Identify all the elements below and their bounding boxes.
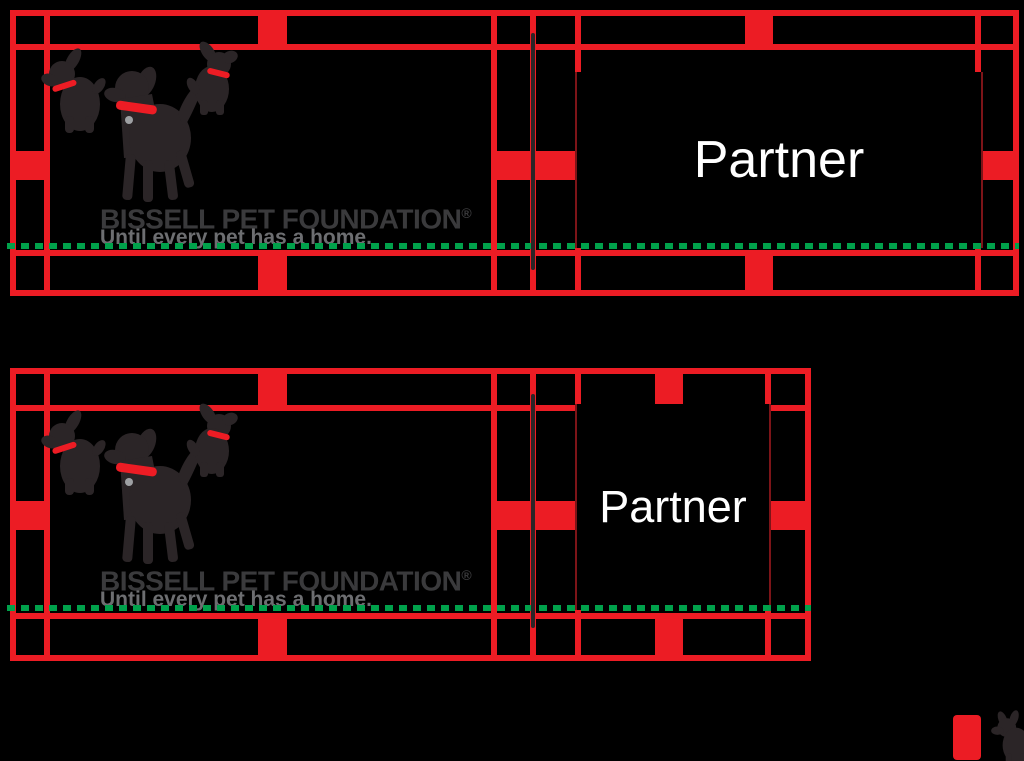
unit-square-icon xyxy=(953,715,981,760)
grid-line-horizontal xyxy=(10,290,1019,296)
partner-logo-placeholder: Partner xyxy=(575,72,983,248)
baseline-dashed-line xyxy=(7,243,1019,249)
grid-line-horizontal xyxy=(10,405,577,411)
bissell-dogs-icon xyxy=(41,403,238,564)
bissell-tagline: Until every pet has a home. xyxy=(100,588,372,611)
puppy-right-icon xyxy=(186,403,238,477)
bissell-dogs-icon xyxy=(41,41,238,202)
clear-space-unit-square xyxy=(258,368,287,411)
clear-space-unit-square xyxy=(10,151,50,180)
clear-space-unit-square xyxy=(745,250,773,296)
clear-space-unit-square xyxy=(258,10,287,50)
grid-line-horizontal xyxy=(765,405,811,411)
bissell-wordmark-text: BISSELL PET FOUNDATION xyxy=(100,565,462,597)
registered-trademark-symbol: ® xyxy=(461,205,472,221)
bissell-wordmark: BISSELL PET FOUNDATION® xyxy=(100,199,472,235)
partner-label: Partner xyxy=(693,131,865,189)
registered-trademark-symbol: ® xyxy=(461,567,472,583)
grid-line-horizontal xyxy=(10,655,811,661)
bissell-wordmark-text: BISSELL PET FOUNDATION xyxy=(100,203,462,235)
grid-line-horizontal xyxy=(10,44,1019,50)
baseline-dashed-line xyxy=(7,605,811,611)
clear-space-unit-square xyxy=(491,501,581,530)
clear-space-unit-square xyxy=(655,368,683,411)
puppy-center-icon xyxy=(104,428,203,564)
clear-space-unit-square xyxy=(258,613,287,661)
clear-space-unit-square xyxy=(745,10,773,50)
bissell-wordmark: BISSELL PET FOUNDATION® xyxy=(100,561,472,597)
grid-line-horizontal xyxy=(10,10,1019,16)
divider-line xyxy=(531,33,535,270)
clear-space-unit-square xyxy=(10,501,50,530)
partner-label: Partner xyxy=(599,481,747,532)
partner-logo-placeholder: Partner xyxy=(575,404,771,610)
puppy-left-icon xyxy=(41,48,106,133)
clear-space-unit-square xyxy=(491,151,581,180)
small-dog-icon xyxy=(991,710,1024,761)
grid-line-horizontal xyxy=(10,368,811,374)
puppy-right-icon xyxy=(186,41,238,115)
divider-line xyxy=(531,394,535,628)
grid-line-horizontal xyxy=(10,250,1019,256)
clear-space-unit-square xyxy=(258,250,287,296)
clear-space-unit-square xyxy=(655,613,683,661)
bissell-tagline: Until every pet has a home. xyxy=(100,226,372,249)
clear-space-unit-square xyxy=(765,501,811,530)
puppy-left-icon xyxy=(41,410,106,495)
grid-line-horizontal xyxy=(10,613,811,619)
